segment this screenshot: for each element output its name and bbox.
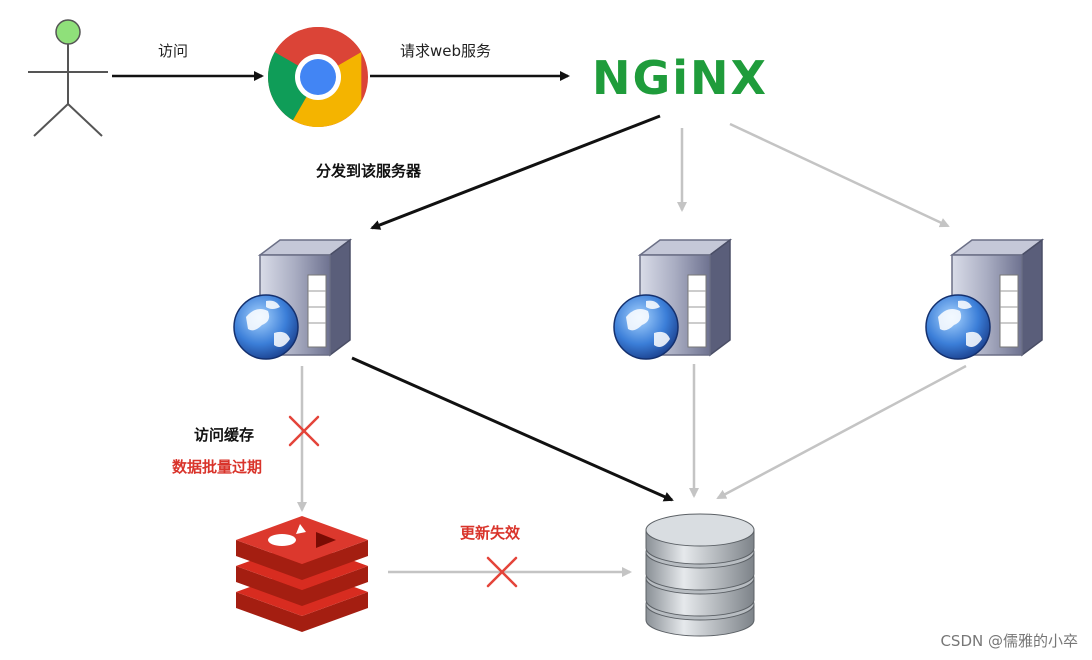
label-batch-expire: 数据批量过期: [172, 458, 262, 476]
web-server-icon: [925, 239, 1043, 360]
label-update-fail: 更新失效: [460, 524, 521, 542]
label-dispatch: 分发到该服务器: [316, 162, 422, 180]
web-server-icon: [613, 239, 731, 360]
label-visit: 访问: [158, 42, 188, 60]
user-stick-figure-icon: [28, 19, 108, 137]
cross-icon: [288, 415, 320, 447]
arrow-server-3-to-database: [716, 364, 967, 500]
nginx-logo: NGiNX: [592, 51, 768, 105]
watermark: CSDN @儒雅的小卒: [940, 632, 1078, 650]
chrome-browser-icon: [268, 27, 368, 127]
arrow-nginx-to-server-1: [370, 114, 661, 230]
label-request-web: 请求web服务: [400, 42, 491, 60]
web-server-icon: [233, 239, 351, 360]
label-visit-cache: 访问缓存: [194, 426, 254, 444]
database-icon: [645, 513, 755, 637]
arrow-server-1-to-database: [351, 356, 674, 502]
arrow-nginx-to-server-3: [729, 122, 950, 228]
redis-icon: [236, 516, 368, 632]
